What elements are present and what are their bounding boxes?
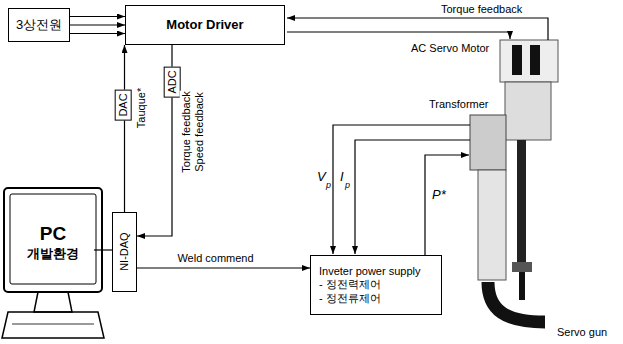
signal-name: Torque feedback	[180, 90, 193, 173]
signal-subscript: p	[325, 180, 332, 190]
signal-connector	[124, 45, 125, 212]
inverter-wires	[333, 125, 470, 255]
servo-wires	[287, 18, 548, 40]
motor-driver-box: Motor Driver	[125, 5, 285, 45]
node-text: - 정전력제어	[319, 278, 381, 291]
signal-connector	[70, 33, 125, 34]
node-text: PC	[40, 223, 66, 246]
node-text: NI-DAQ	[118, 233, 131, 272]
inverter-box: Inveter power supply- 정전력제어- 정전류제어	[310, 255, 442, 315]
signal-name: Torque feedback	[440, 3, 523, 16]
pc-monitor	[2, 188, 104, 338]
signal-name: DAC	[115, 89, 132, 120]
signal-connector	[94, 249, 112, 250]
power-source-box: 3상전원	[8, 8, 70, 42]
node-text: 개발환경	[27, 246, 79, 262]
signal-subscript: p	[344, 180, 351, 190]
signal-connector	[70, 16, 125, 17]
edge-label: Weld commend	[176, 252, 254, 265]
part-name: Transformer	[428, 98, 490, 111]
signal-connector	[70, 24, 125, 25]
signal-name: ADC	[164, 66, 181, 97]
node-text: Motor Driver	[166, 17, 243, 33]
signal-connector	[137, 267, 310, 268]
node-text: - 정전류제어	[319, 292, 381, 305]
pc-screen: PC개발환경	[12, 205, 94, 280]
signal-name: V	[316, 170, 327, 185]
signal-name: Speed feedback	[193, 91, 206, 173]
part-name: AC Servo Motor	[410, 42, 490, 55]
signal-name: Tauque*	[135, 87, 148, 129]
node-text: Inveter power supply	[319, 265, 421, 278]
servo-gun	[470, 40, 558, 322]
signal-name: I	[339, 170, 345, 185]
part-name: Servo gun	[556, 326, 608, 339]
signal-name: P*	[431, 188, 447, 203]
daq-box: NI-DAQ	[112, 212, 137, 292]
node-text: 3상전원	[16, 17, 62, 33]
